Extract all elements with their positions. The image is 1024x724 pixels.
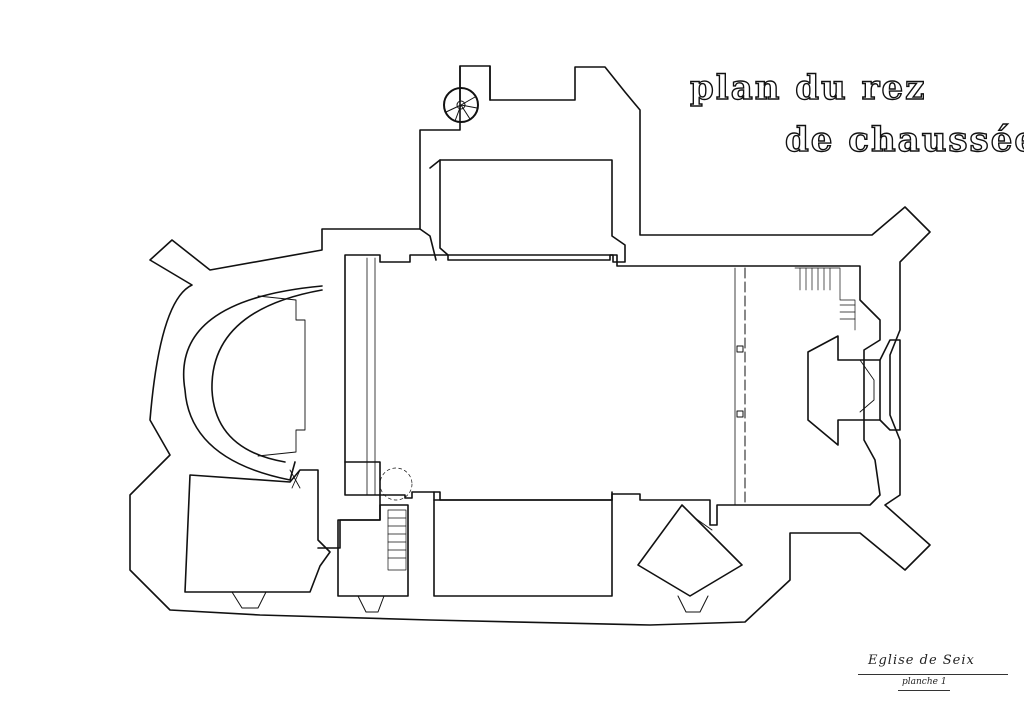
window-splay bbox=[677, 595, 709, 613]
stair-ne bbox=[794, 267, 856, 331]
south-porch bbox=[637, 504, 743, 597]
apse-sanctuary bbox=[257, 295, 306, 457]
north-chapel bbox=[439, 159, 626, 263]
outer-wall-outline bbox=[129, 65, 931, 626]
church-name-caption: Eglise de Seix bbox=[868, 653, 975, 668]
caption-rule bbox=[858, 674, 1008, 675]
stair-south bbox=[379, 467, 413, 571]
west-entrance bbox=[807, 335, 881, 446]
sw-room bbox=[184, 469, 331, 593]
plan-title-line2: de chaussée bbox=[784, 119, 1024, 160]
south-room bbox=[433, 499, 613, 597]
nave-inner-wall bbox=[344, 254, 881, 526]
plan-title-line1: plan du rez bbox=[689, 67, 927, 108]
window-splay bbox=[231, 591, 267, 609]
apse-outer bbox=[182, 285, 323, 481]
apse-inner bbox=[211, 289, 323, 463]
sheet-number-caption: planche 1 bbox=[902, 677, 947, 687]
sheet-rule bbox=[898, 690, 950, 691]
spiral-stair bbox=[443, 87, 479, 123]
stair-room bbox=[337, 504, 409, 597]
sw-small-room bbox=[317, 461, 381, 549]
window-splay bbox=[357, 595, 385, 613]
